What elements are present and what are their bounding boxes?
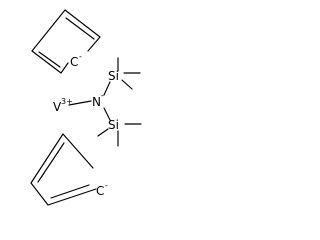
- bond-n-si-bottom: [103, 107, 111, 121]
- lower-cyclopentadienyl-ring: [30, 133, 97, 206]
- carbanion-top-symbol: C: [70, 55, 78, 69]
- bond-lower-ring-double-2: [50, 184, 90, 199]
- bond-lower-ring-c: [30, 182, 49, 206]
- vanadium-charge: 3+: [61, 97, 73, 106]
- bond-upper-ring-d: [60, 62, 69, 74]
- carbanion-bottom-label: C -: [96, 181, 108, 198]
- bond-lower-ring-b: [62, 133, 94, 169]
- bond-upper-ring-e: [87, 36, 101, 52]
- silicon-bottom-label: Si: [108, 118, 119, 132]
- bond-lower-ring-a: [30, 133, 64, 184]
- bond-lower-ring-d: [47, 188, 97, 206]
- bond-upper-ring-a: [64, 9, 101, 38]
- nitrogen-symbol: N: [92, 95, 101, 109]
- structure-diagram: V 3+ N - Si Si C - C -: [30, 9, 142, 206]
- carbanion-bottom-symbol: C: [96, 184, 104, 198]
- bond-n-si-top: [103, 81, 111, 96]
- bond-lower-ring-double-1: [37, 142, 65, 183]
- bond-si-top-methyl-3: [121, 79, 133, 90]
- bond-v-n: [68, 100, 92, 106]
- nitrogen-label: N -: [92, 91, 104, 109]
- bond-upper-ring-c: [31, 50, 62, 74]
- vanadium-symbol: V: [53, 100, 62, 114]
- silicon-top-label: Si: [108, 69, 119, 83]
- bond-upper-ring-b: [31, 9, 66, 52]
- upper-cyclopentadienyl-ring: [31, 9, 101, 74]
- bond-si-bottom-methyl-1: [97, 128, 109, 137]
- nitrogen-charge: -: [101, 91, 104, 100]
- carbanion-top-label: C -: [70, 52, 82, 69]
- bond-upper-ring-double-1: [65, 17, 95, 40]
- vanadium-label: V 3+: [53, 97, 73, 114]
- bond-upper-ring-double-2: [38, 51, 61, 68]
- carbanion-bottom-charge: -: [105, 181, 108, 190]
- carbanion-top-charge: -: [79, 52, 82, 61]
